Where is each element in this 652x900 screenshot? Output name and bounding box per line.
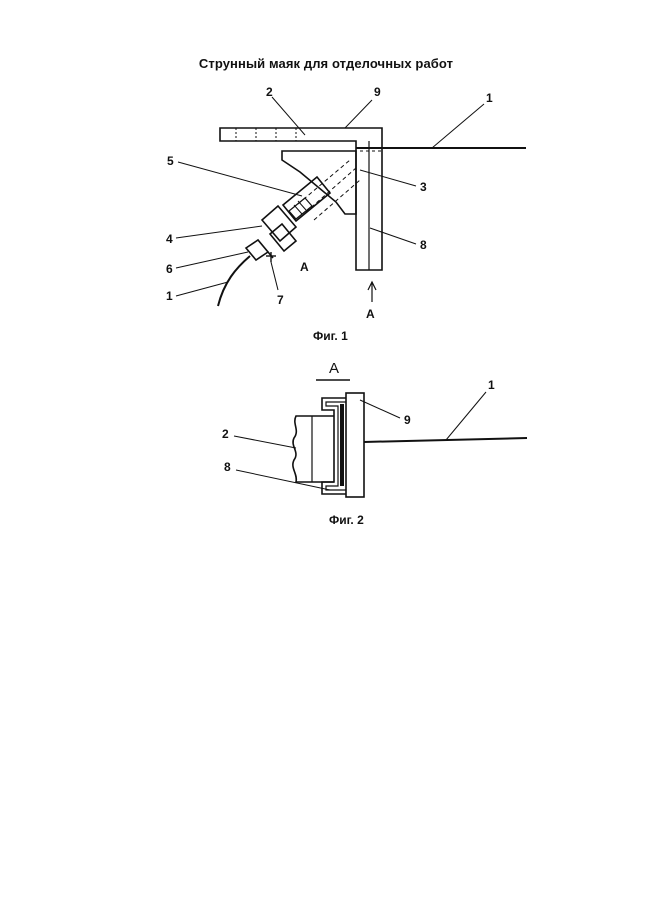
fig2-string-1 xyxy=(363,437,528,443)
figure-1: 1 2 9 5 3 4 8 6 1 7 A A Фиг. 1 xyxy=(166,85,526,343)
fig2-label-1: 1 xyxy=(488,378,495,392)
nut-4 xyxy=(260,204,298,253)
label-7: 7 xyxy=(277,293,284,307)
label-6: 6 xyxy=(166,262,173,276)
bracket-hole-marks xyxy=(235,128,297,141)
channel-3 xyxy=(297,159,361,221)
label-1-bottom: 1 xyxy=(166,289,173,303)
fig2-label-2: 2 xyxy=(222,427,229,441)
fig2-label-8: 8 xyxy=(224,460,231,474)
string-1-bottom xyxy=(217,255,251,307)
label-3: 3 xyxy=(420,180,427,194)
label-5: 5 xyxy=(167,154,174,168)
page-title: Струнный маяк для отделочных работ xyxy=(198,56,454,71)
fig2-body-2 xyxy=(292,415,334,483)
fig2-inner-plate xyxy=(340,404,344,486)
label-8: 8 xyxy=(420,238,427,252)
screw-7 xyxy=(266,252,276,262)
label-view-A: A xyxy=(300,260,309,274)
label-arrow-A: A xyxy=(366,307,375,321)
fig1-leader-lines xyxy=(175,96,485,297)
label-9: 9 xyxy=(374,85,381,99)
body-2 xyxy=(281,150,357,215)
fig2-bracket-9 xyxy=(345,392,365,498)
figure-2: A 1 9 2 8 xyxy=(222,360,528,527)
fig2-leader-lines xyxy=(233,391,487,491)
fig2-label-9: 9 xyxy=(404,413,411,427)
figure-2-caption: Фиг. 2 xyxy=(329,513,364,527)
fig2-channel-8 xyxy=(321,397,346,495)
figure-1-caption: Фиг. 1 xyxy=(313,329,348,343)
label-1-top: 1 xyxy=(486,91,493,105)
bracket-9 xyxy=(219,127,383,271)
label-2: 2 xyxy=(266,85,273,99)
view-arrow-head xyxy=(367,280,377,291)
section-label-A: A xyxy=(329,360,339,377)
label-4: 4 xyxy=(166,232,173,246)
tube-5 xyxy=(281,175,332,223)
